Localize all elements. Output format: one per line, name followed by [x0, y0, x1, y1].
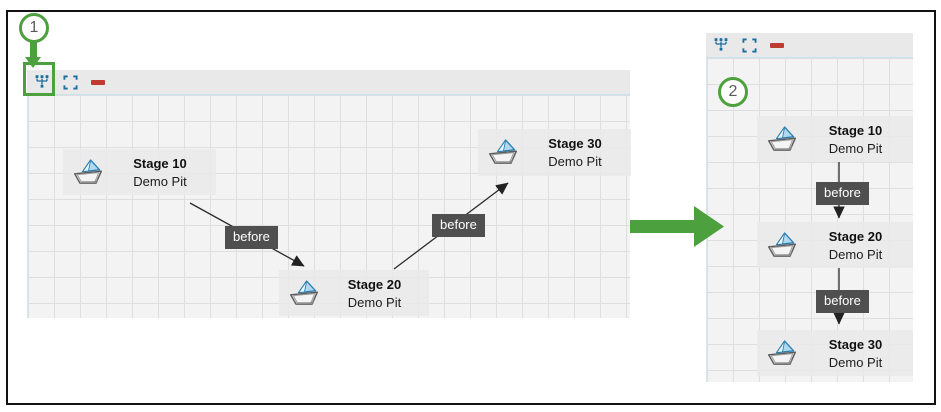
node-subtitle: Demo Pit — [548, 154, 602, 169]
node-title: Stage 20 — [347, 276, 402, 292]
hierarchy-layout-button[interactable] — [712, 36, 730, 54]
edge-label: before — [225, 226, 278, 249]
hierarchy-layout-icon — [35, 75, 49, 88]
callout-step-1: 1 — [19, 13, 49, 43]
pit-icon — [487, 138, 519, 167]
stage-node-10[interactable]: Stage 10 Demo Pit — [63, 149, 216, 195]
stage-node-30[interactable]: Stage 30 Demo Pit — [757, 330, 913, 376]
fit-to-screen-icon — [62, 74, 78, 90]
remove-button[interactable] — [768, 36, 786, 54]
stage-node-30[interactable]: Stage 30 Demo Pit — [478, 129, 631, 176]
stage-node-20[interactable]: Stage 20 Demo Pit — [757, 222, 913, 268]
fit-to-screen-icon — [741, 37, 757, 53]
hierarchy-layout-icon — [714, 38, 728, 51]
node-title: Stage 20 — [828, 228, 883, 244]
stage-node-10[interactable]: Stage 10 Demo Pit — [757, 116, 913, 162]
node-subtitle: Demo Pit — [828, 354, 883, 370]
fit-to-screen-button[interactable] — [740, 36, 758, 54]
callout-number: 1 — [29, 19, 39, 36]
hierarchy-layout-button[interactable] — [33, 73, 51, 91]
pit-icon — [766, 125, 798, 154]
stage-node-20[interactable]: Stage 20 Demo Pit — [279, 270, 429, 316]
pit-icon — [72, 158, 104, 187]
node-title: Stage 10 — [133, 155, 187, 171]
right-toolbar — [706, 33, 913, 58]
pit-icon — [288, 279, 320, 308]
right-canvas[interactable]: Stage 10 Demo Pit Stage 20 Demo Pit — [706, 58, 913, 382]
left-canvas[interactable]: Stage 10 Demo Pit Stage 20 Demo Pit — [27, 95, 631, 318]
fit-to-screen-button[interactable] — [61, 73, 79, 91]
transition-arrow — [630, 206, 724, 247]
pit-icon — [766, 339, 798, 368]
node-title: Stage 30 — [548, 136, 602, 151]
pit-icon — [766, 231, 798, 260]
callout-arrow-head — [25, 57, 41, 68]
minus-icon — [770, 42, 784, 48]
node-subtitle: Demo Pit — [828, 246, 883, 262]
left-toolbar — [27, 70, 630, 95]
edge-label: before — [816, 290, 869, 313]
edge-label: before — [432, 214, 485, 237]
remove-button[interactable] — [89, 73, 107, 91]
callout-step-2: 2 — [718, 77, 748, 107]
node-title: Stage 30 — [828, 336, 883, 352]
minus-icon — [91, 79, 105, 85]
node-subtitle: Demo Pit — [347, 294, 402, 310]
node-subtitle: Demo Pit — [133, 173, 187, 189]
node-subtitle: Demo Pit — [828, 140, 883, 156]
node-title: Stage 10 — [828, 122, 883, 138]
callout-number: 2 — [728, 83, 738, 100]
edge-label: before — [816, 182, 869, 205]
callout-arrow-shaft — [30, 41, 37, 57]
